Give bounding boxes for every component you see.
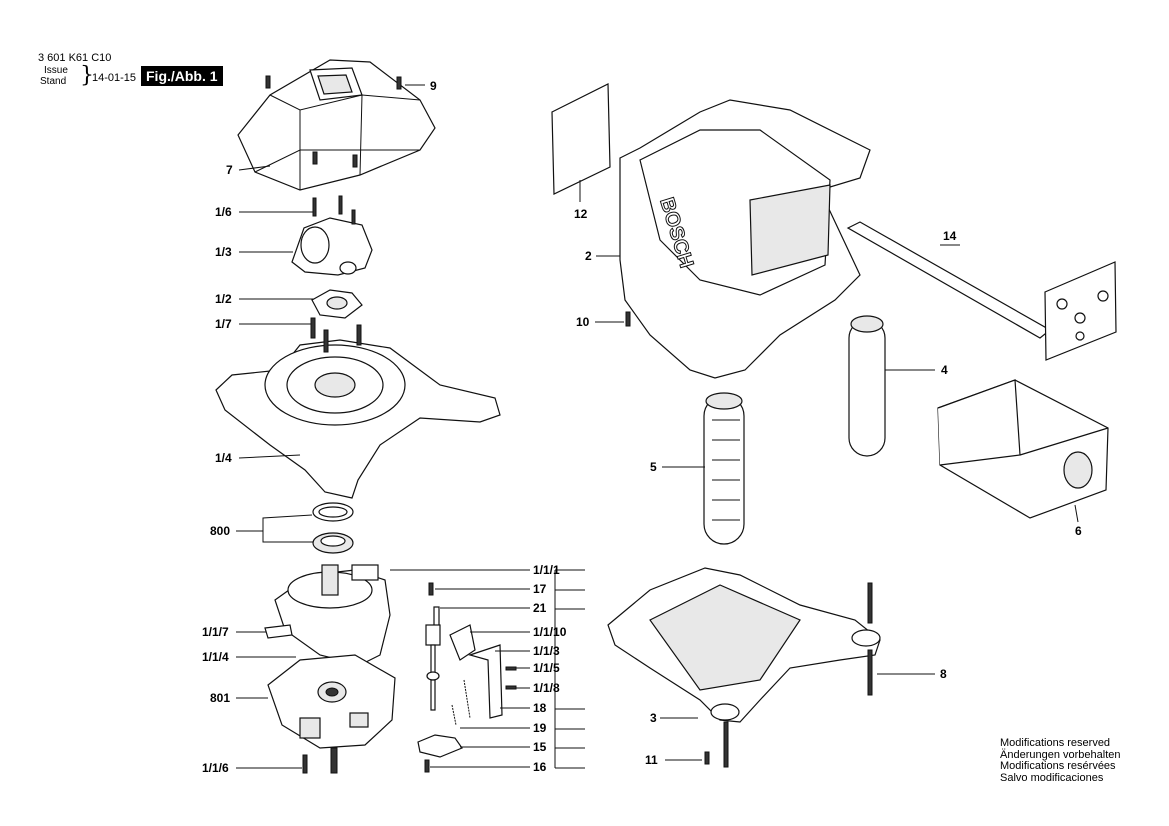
- label-1-7: 1/7: [215, 317, 232, 331]
- circuit-board-part-801: [267, 654, 396, 774]
- base-plate-part-1-4: [215, 317, 501, 499]
- bottom-frame-part-3: [607, 567, 881, 723]
- label-1-1-4: 1/1/4: [202, 650, 229, 664]
- note-line-de: Änderungen vorbehalten: [1000, 748, 1121, 761]
- label-1-1-5: 1/1/5: [533, 661, 560, 675]
- part-1-2: [311, 289, 363, 319]
- document-header: 3 601 K61 C10 Issue Stand } 14-01-15 Fig…: [0, 0, 260, 100]
- label-1-2: 1/2: [215, 292, 232, 306]
- battery-part-5: [703, 392, 745, 545]
- brace-symbol: }: [80, 63, 94, 88]
- main-housing-part-2: BOSCH: [619, 99, 871, 379]
- label-6: 6: [1075, 524, 1082, 538]
- label-801: 801: [210, 691, 230, 705]
- label-11: 11: [645, 753, 658, 767]
- battery-box-part-6: [937, 379, 1109, 519]
- label-1-1-3: 1/1/3: [533, 644, 560, 658]
- label-17: 17: [533, 582, 547, 596]
- screw-set: [625, 311, 873, 768]
- motor-assembly-part-1-1: [264, 564, 391, 666]
- label-800: 800: [210, 524, 230, 538]
- battery-part-4: [848, 315, 886, 457]
- label-1-1-7: 1/1/7: [202, 625, 229, 639]
- note-line-es: Salvo modificaciones: [1000, 771, 1104, 784]
- note-line-en: Modifications reserved: [1000, 737, 1111, 749]
- note-line-fr: Modifications resérvées: [1000, 760, 1116, 772]
- ribbon-strip-part-14: [846, 221, 1117, 361]
- top-cover-part: [237, 59, 436, 191]
- ring-set-part-800: [312, 502, 354, 554]
- label-1-3: 1/3: [215, 245, 232, 259]
- label-8: 8: [940, 667, 947, 681]
- label-4: 4: [941, 363, 948, 377]
- label-1-1-10: 1/1/10: [533, 625, 567, 639]
- label-sheet-part-12: [551, 83, 611, 195]
- modifications-note: Modifications reserved Änderungen vorbeh…: [1000, 737, 1121, 784]
- label-12: 12: [574, 207, 588, 221]
- label-1-1-6: 1/1/6: [202, 761, 229, 775]
- label-15: 15: [533, 740, 547, 754]
- document-id: 3 601 K61 C10: [38, 52, 112, 64]
- label-3: 3: [650, 711, 657, 725]
- label-1-4: 1/4: [215, 451, 232, 465]
- label-10: 10: [576, 315, 590, 329]
- label-18: 18: [533, 701, 547, 715]
- label-9: 9: [430, 79, 437, 93]
- label-1-1-1: 1/1/1: [533, 563, 560, 577]
- stand-label: Stand: [40, 76, 67, 87]
- figure-label: Fig./Abb. 1: [141, 66, 223, 86]
- label-14: 14: [943, 229, 957, 243]
- label-1-1-8: 1/1/8: [533, 681, 560, 695]
- part-labels: 9 7 1/6 1/3 1/2 1/7 1/4 800 1/1/7 1/1/4 …: [202, 79, 1082, 775]
- issue-date: 14-01-15: [92, 72, 137, 84]
- label-21: 21: [533, 601, 547, 615]
- label-1-6: 1/6: [215, 205, 232, 219]
- label-19: 19: [533, 721, 547, 735]
- label-16: 16: [533, 760, 547, 774]
- housing-part-1-3: [291, 195, 373, 276]
- label-5: 5: [650, 460, 657, 474]
- issue-label: Issue: [44, 65, 68, 76]
- label-7: 7: [226, 163, 233, 177]
- small-parts-group: [417, 582, 517, 773]
- callout-leader-lines: [236, 84, 1079, 769]
- label-2: 2: [585, 249, 592, 263]
